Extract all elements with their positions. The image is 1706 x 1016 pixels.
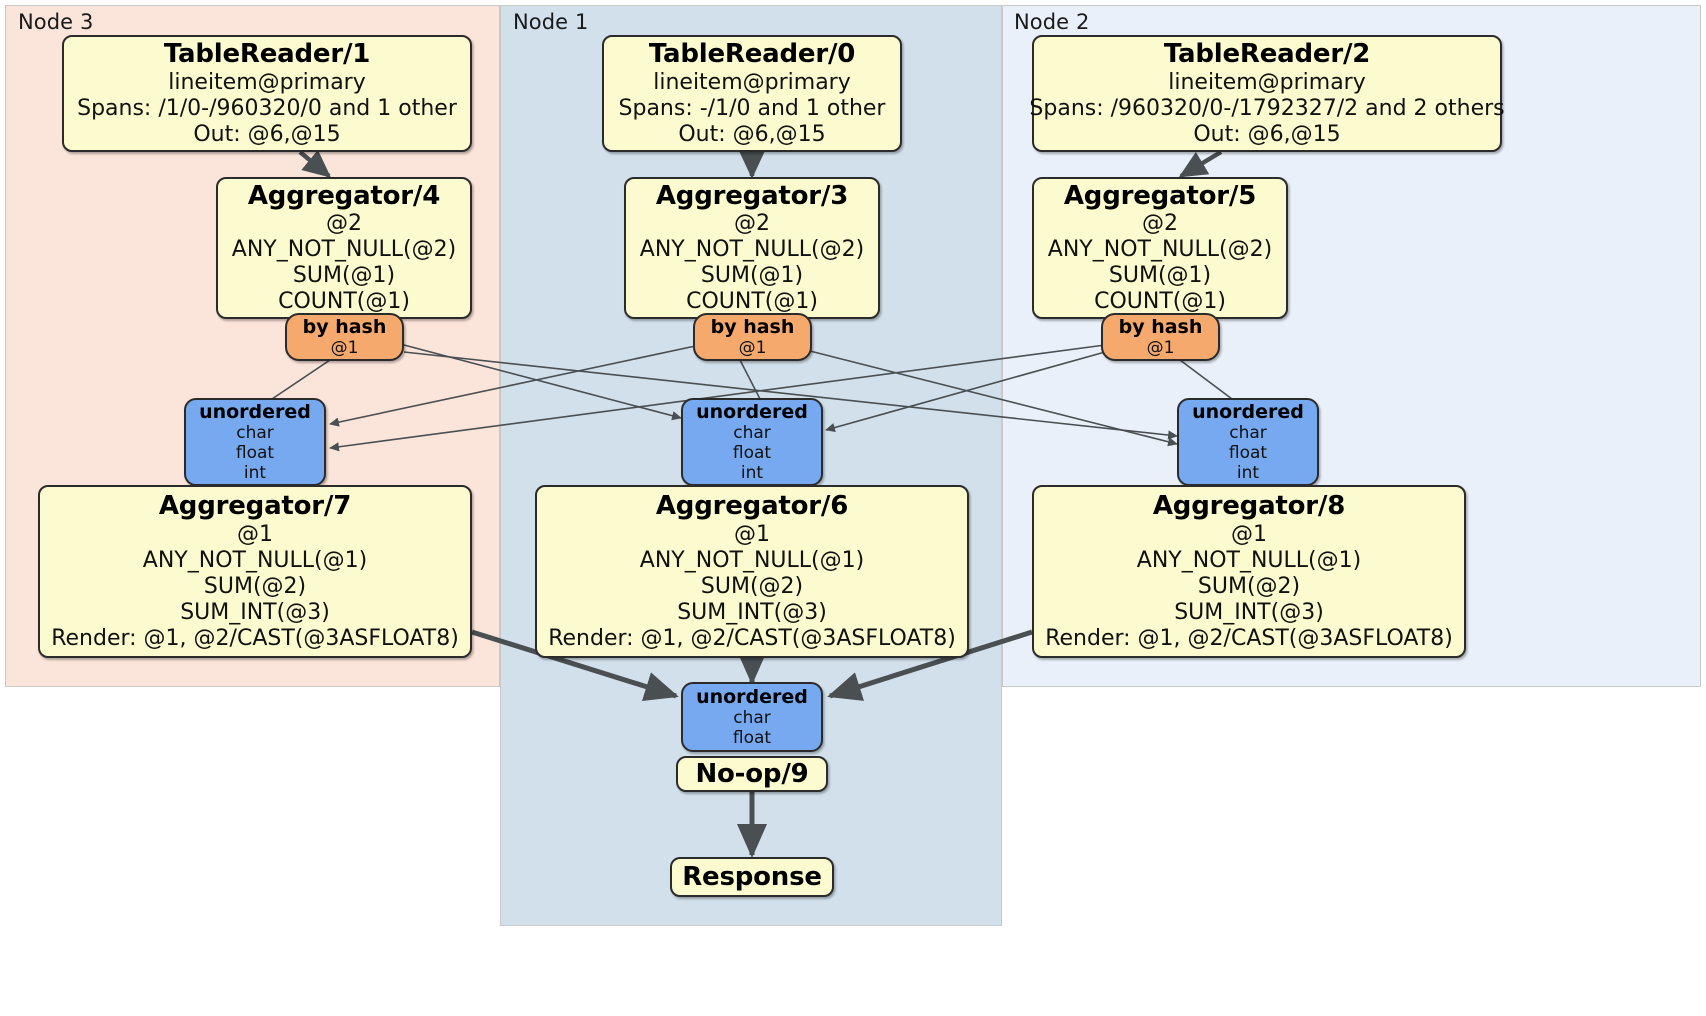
processor-title: Aggregator/5 [1063,180,1257,211]
processor-aggregator-4[interactable]: Aggregator/4 @2 ANY_NOT_NULL(@2) SUM(@1)… [216,177,472,319]
processor-agg-2: SUM(@1) [292,263,396,289]
processor-title: Aggregator/3 [655,180,849,211]
processor-agg-1: ANY_NOT_NULL(@2) [639,237,865,263]
synchronizer-unordered-node1[interactable]: unordered char float int [681,398,823,486]
synchronizer-unordered-node2[interactable]: unordered char float int [1177,398,1319,486]
synchronizer-type-2: float [235,443,275,464]
processor-title: Aggregator/7 [158,491,352,522]
synchronizer-type-3: int [1236,463,1260,484]
router-column: @1 [1146,338,1175,359]
processor-table: lineitem@primary [168,69,366,95]
processor-agg-1: ANY_NOT_NULL(@1) [1136,547,1362,573]
processor-agg-1: ANY_NOT_NULL(@2) [231,237,457,263]
router-by-hash-node3[interactable]: by hash @1 [285,313,404,361]
processor-title: Aggregator/8 [1152,491,1346,522]
processor-agg-2: SUM(@2) [1197,573,1301,599]
processor-group-cols: @1 [237,521,273,547]
processor-group-cols: @2 [326,211,362,237]
synchronizer-type-1: char [733,423,771,444]
processor-group-cols: @2 [734,211,770,237]
processor-title: TableReader/0 [648,39,856,70]
processor-title: No-op/9 [695,758,809,789]
processor-title: Response [682,861,822,892]
processor-aggregator-5[interactable]: Aggregator/5 @2 ANY_NOT_NULL(@2) SUM(@1)… [1032,177,1288,319]
synchronizer-title: unordered [199,400,311,423]
synchronizer-type-3: int [243,463,267,484]
router-column: @1 [738,338,767,359]
synchronizer-type-3: int [740,463,764,484]
processor-out: Out: @6,@15 [678,121,826,147]
synchronizer-title: unordered [696,400,808,423]
processor-tablereader-2[interactable]: TableReader/2 lineitem@primary Spans: /9… [1029,35,1505,152]
processor-noop-9[interactable]: No-op/9 [676,756,828,792]
processor-aggregator-6[interactable]: Aggregator/6 @1 ANY_NOT_NULL(@1) SUM(@2)… [535,485,969,658]
processor-render: Render: @1, @2/CAST(@3ASFLOAT8) [548,625,956,651]
synchronizer-title: unordered [696,685,808,708]
synchronizer-type-1: char [236,423,274,444]
synchronizer-type-2: float [732,728,772,749]
processor-spans: Spans: /1/0-/960320/0 and 1 other [77,95,457,121]
processor-agg-1: ANY_NOT_NULL(@1) [142,547,368,573]
router-title: by hash [302,315,387,338]
processor-agg-2: SUM(@2) [700,573,804,599]
processor-agg-3: SUM_INT(@3) [180,599,330,625]
synchronizer-type-1: char [1229,423,1267,444]
router-by-hash-node1[interactable]: by hash @1 [693,313,812,361]
processor-agg-1: ANY_NOT_NULL(@2) [1047,237,1273,263]
synchronizer-unordered-final[interactable]: unordered char float [681,682,823,752]
processor-spans: Spans: -/1/0 and 1 other [618,95,886,121]
processor-spans: Spans: /960320/0-/1792327/2 and 2 others [1029,95,1505,121]
processor-agg-2: SUM(@1) [700,263,804,289]
processor-agg-3: COUNT(@1) [278,289,410,315]
processor-agg-3: COUNT(@1) [686,289,818,315]
processor-out: Out: @6,@15 [1193,121,1341,147]
processor-agg-1: ANY_NOT_NULL(@1) [639,547,865,573]
processor-aggregator-3[interactable]: Aggregator/3 @2 ANY_NOT_NULL(@2) SUM(@1)… [624,177,880,319]
processor-title: TableReader/1 [163,39,371,70]
processor-group-cols: @1 [734,521,770,547]
synchronizer-type-2: float [732,443,772,464]
router-title: by hash [1118,315,1203,338]
processor-agg-2: SUM(@1) [1108,263,1212,289]
processor-group-cols: @1 [1231,521,1267,547]
processor-title: TableReader/2 [1163,39,1371,70]
router-column: @1 [330,338,359,359]
synchronizer-type-1: char [733,708,771,729]
processor-group-cols: @2 [1142,211,1178,237]
router-by-hash-node2[interactable]: by hash @1 [1101,313,1220,361]
processor-aggregator-7[interactable]: Aggregator/7 @1 ANY_NOT_NULL(@1) SUM(@2)… [38,485,472,658]
synchronizer-type-2: float [1228,443,1268,464]
processor-response[interactable]: Response [670,857,834,897]
cluster-label-node-3: Node 3 [18,10,94,34]
processor-aggregator-8[interactable]: Aggregator/8 @1 ANY_NOT_NULL(@1) SUM(@2)… [1032,485,1466,658]
processor-render: Render: @1, @2/CAST(@3ASFLOAT8) [1045,625,1453,651]
processor-title: Aggregator/4 [247,180,441,211]
processor-tablereader-1[interactable]: TableReader/1 lineitem@primary Spans: /1… [62,35,472,152]
cluster-label-node-1: Node 1 [513,10,589,34]
processor-agg-3: COUNT(@1) [1094,289,1226,315]
processor-out: Out: @6,@15 [193,121,341,147]
processor-agg-2: SUM(@2) [203,573,307,599]
synchronizer-unordered-node3[interactable]: unordered char float int [184,398,326,486]
cluster-label-node-2: Node 2 [1014,10,1090,34]
synchronizer-title: unordered [1192,400,1304,423]
processor-table: lineitem@primary [653,69,851,95]
processor-agg-3: SUM_INT(@3) [1174,599,1324,625]
router-title: by hash [710,315,795,338]
processor-agg-3: SUM_INT(@3) [677,599,827,625]
processor-table: lineitem@primary [1168,69,1366,95]
processor-render: Render: @1, @2/CAST(@3ASFLOAT8) [51,625,459,651]
processor-title: Aggregator/6 [655,491,849,522]
processor-tablereader-0[interactable]: TableReader/0 lineitem@primary Spans: -/… [602,35,902,152]
